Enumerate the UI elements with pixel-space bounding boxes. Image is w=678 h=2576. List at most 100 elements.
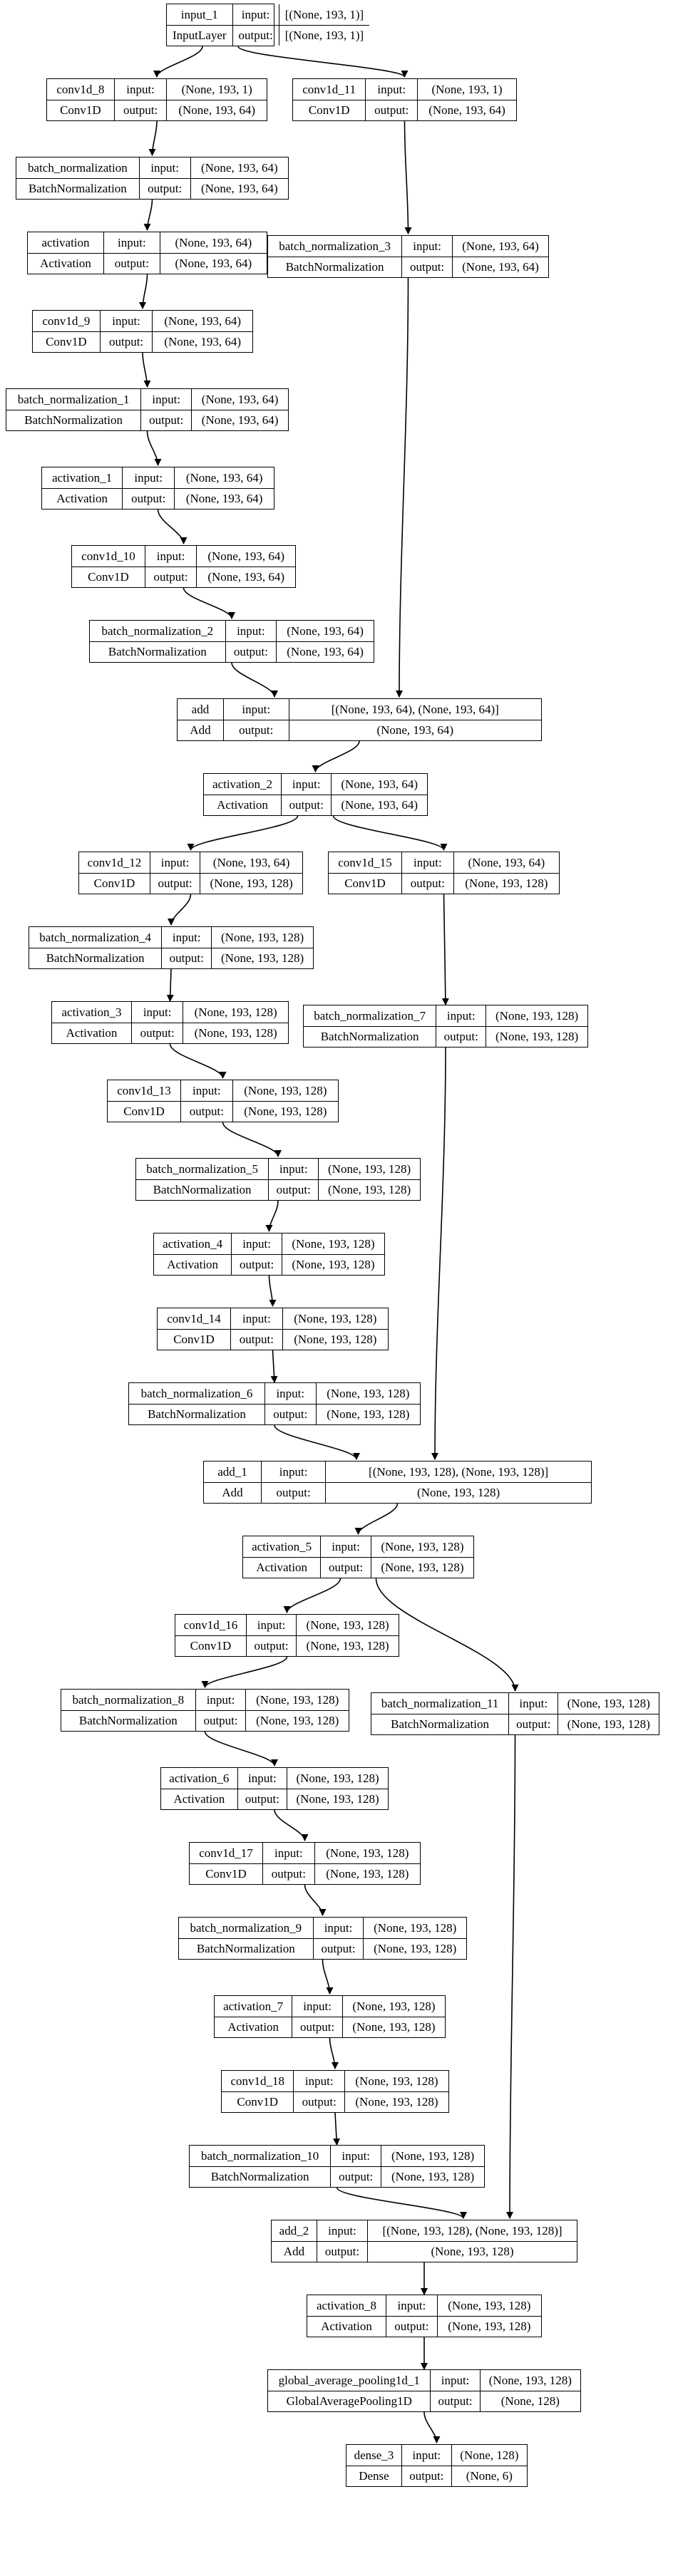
layer-class: Conv1D (47, 99, 115, 120)
edge-activation-2-to-conv1d-15 (332, 815, 448, 851)
layer-class: BatchNormalization (6, 409, 142, 430)
layer-name: batch_normalization_5 (136, 1159, 269, 1180)
output-shape: (None, 193, 64) (288, 719, 541, 740)
layer-name: conv1d_12 (79, 852, 150, 874)
layer-name: conv1d_9 (33, 311, 101, 332)
layer-class: BatchNormalization (268, 256, 403, 277)
input-label: input: (330, 2146, 382, 2167)
layer-class: Add (204, 1481, 262, 1503)
output-shape: (None, 193, 64) (417, 99, 516, 120)
input-shape: (None, 193, 64) (196, 546, 295, 567)
input-label: input: (320, 1536, 371, 1558)
edge-conv1d-12-to-batch-normalization-4 (168, 894, 192, 926)
edge-conv1d-14-to-batch-normalization-6 (270, 1350, 278, 1383)
input-label: input: (401, 236, 453, 257)
input-shape: (None, 193, 128) (183, 1002, 288, 1023)
edge-conv1d-18-to-batch-normalization-10 (333, 2112, 340, 2146)
input-label: input: (316, 2220, 369, 2242)
layer-name: batch_normalization_1 (6, 389, 142, 410)
edge-conv1d-8-to-batch-normalization (148, 120, 158, 156)
layer-class: Activation (307, 2315, 387, 2337)
layer-class: Conv1D (158, 1328, 232, 1350)
input-label: input: (225, 621, 277, 642)
output-shape: (None, 193, 128) (363, 1938, 466, 1959)
edge-batch-normalization-5-to-activation-4 (265, 1200, 279, 1232)
output-shape: (None, 193, 128) (232, 1100, 338, 1122)
input-label: input: (195, 1690, 247, 1711)
edge-batch-normalization-4-to-activation-3 (166, 968, 174, 1002)
input-label: input: (222, 699, 289, 720)
output-label: output: (430, 2390, 481, 2411)
layer-name: batch_normalization_4 (29, 927, 163, 948)
layer-class: BatchNormalization (129, 1403, 265, 1424)
layer-class: Conv1D (108, 1100, 182, 1122)
layer-name: activation_5 (243, 1536, 322, 1558)
layer-class: Activation (154, 1253, 232, 1275)
input-label: input: (131, 1002, 184, 1023)
output-label: output: (161, 947, 212, 968)
edge-conv1d-11-to-batch-normalization-3 (404, 120, 412, 234)
output-label: output: (149, 872, 201, 894)
input-label: input: (292, 1996, 343, 2017)
output-shape: [(None, 193, 1)] (278, 24, 370, 46)
output-shape: (None, 193, 128) (314, 1863, 420, 1884)
output-shape: (None, 193, 128) (367, 2240, 577, 2262)
output-shape: (None, 193, 64) (196, 566, 295, 587)
input-shape: (None, 193, 128) (341, 1996, 445, 2017)
edge-activation-to-conv1d-9 (139, 274, 148, 309)
output-shape: (None, 193, 128) (325, 1481, 591, 1503)
layer-name: batch_normalization_7 (304, 1005, 437, 1027)
output-label: output: (138, 177, 191, 199)
input-shape: (None, 193, 64) (190, 157, 288, 179)
output-shape: (None, 193, 64) (190, 177, 288, 199)
output-label: output: (99, 331, 153, 352)
output-shape: (None, 193, 64) (166, 99, 267, 120)
output-label: output: (312, 1938, 364, 1959)
input-shape: (None, 193, 64) (159, 232, 267, 254)
output-label: output: (268, 1179, 319, 1200)
input-label: input: (508, 1693, 559, 1714)
input-shape: (None, 193, 128) (370, 1536, 473, 1558)
input-shape: (None, 193, 128) (211, 927, 313, 948)
layer-name: conv1d_16 (175, 1615, 247, 1636)
input-label: input: (99, 311, 153, 332)
output-shape: (None, 193, 128) (183, 1022, 288, 1043)
layer-name: activation_7 (215, 1996, 293, 2017)
input-shape: (None, 193, 128) (558, 1693, 659, 1714)
output-shape: (None, 193, 64) (451, 256, 548, 277)
layer-name: activation_8 (307, 2295, 387, 2317)
input-shape: (None, 193, 128) (344, 2071, 448, 2092)
edge-batch-normalization-to-activation (143, 199, 153, 231)
input-label: input: (281, 774, 332, 795)
layer-name: activation (28, 232, 105, 254)
layer-class: Activation (28, 252, 105, 274)
layer-class: Add (272, 2240, 317, 2262)
input-label: input: (122, 467, 175, 489)
output-label: output: (122, 487, 175, 509)
output-shape: (None, 193, 64) (174, 487, 274, 509)
output-shape: (None, 193, 128) (211, 947, 313, 968)
input-shape: [(None, 193, 128), (None, 193, 128)] (325, 1462, 591, 1483)
output-shape: (None, 193, 128) (281, 1253, 384, 1275)
edge-activation-2-to-conv1d-12 (187, 815, 299, 851)
input-label: input: (436, 1005, 487, 1027)
input-shape: (None, 193, 128) (479, 2370, 580, 2391)
layer-name: activation_1 (42, 467, 123, 489)
output-label: output: (144, 566, 197, 587)
output-label: output: (264, 1403, 317, 1424)
